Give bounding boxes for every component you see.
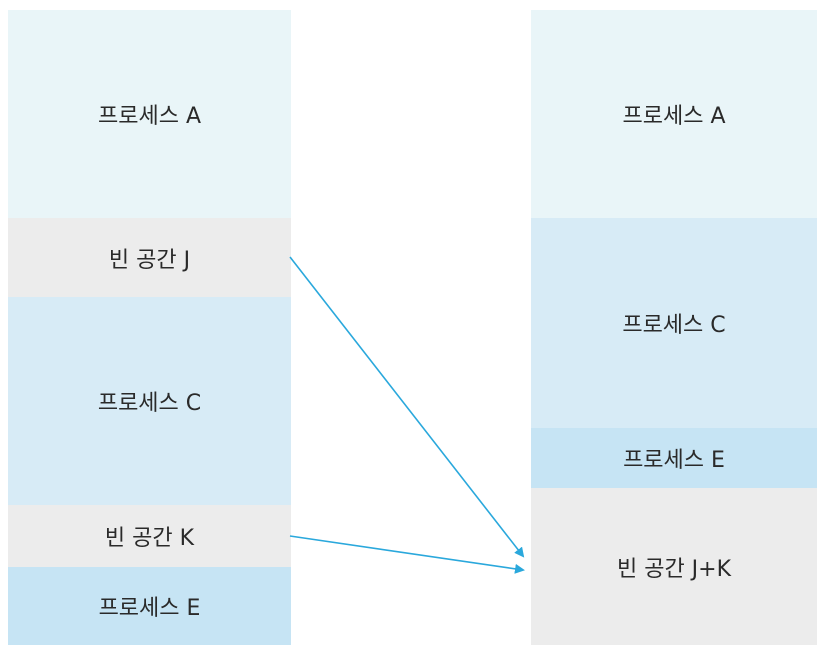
after-process-e-label: 프로세스 E bbox=[623, 448, 725, 473]
after-process-a-block: 프로세스 A bbox=[531, 10, 817, 218]
after-process-e-block: 프로세스 E bbox=[531, 428, 817, 488]
after-free-space-jk-label: 빈 공간 J+K bbox=[616, 556, 732, 582]
before-process-a-block: 프로세스 A bbox=[8, 10, 291, 218]
after-process-c-label: 프로세스 C bbox=[622, 313, 726, 338]
before-free-space-k-label: 빈 공간 K bbox=[104, 526, 195, 551]
before-free-space-j-label: 빈 공간 J bbox=[108, 247, 191, 273]
before-free-space-k-block: 빈 공간 K bbox=[8, 505, 291, 567]
before-process-e-label: 프로세스 E bbox=[98, 596, 201, 621]
before-free-space-j-block: 빈 공간 J bbox=[8, 218, 291, 297]
before-process-c-block: 프로세스 C bbox=[8, 297, 291, 505]
arrow-free-k-to-merged bbox=[289, 535, 525, 574]
before-process-c-label: 프로세스 C bbox=[97, 391, 202, 416]
after-process-c-block: 프로세스 C bbox=[531, 218, 817, 428]
arrow-free-j-to-merged bbox=[289, 256, 525, 558]
before-process-e-block: 프로세스 E bbox=[8, 567, 291, 645]
after-process-a-label: 프로세스 A bbox=[622, 104, 726, 129]
before-process-a-label: 프로세스 A bbox=[97, 104, 201, 129]
after-free-space-jk-block: 빈 공간 J+K bbox=[531, 488, 817, 645]
